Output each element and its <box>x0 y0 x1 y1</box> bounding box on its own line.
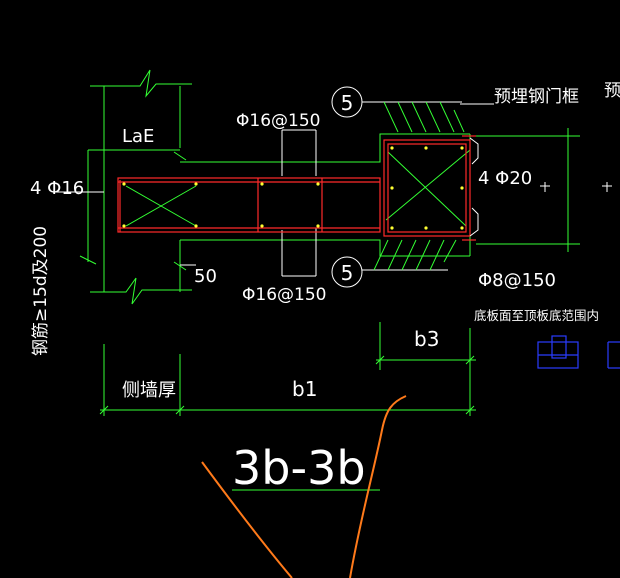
stirrup-bottom-label: Φ16@150 <box>242 285 326 305</box>
rebar-cage <box>117 139 471 237</box>
rebar-nodes <box>122 146 464 230</box>
svg-text:5: 5 <box>341 261 354 285</box>
embedded-frame-label: 预埋钢门框 <box>494 87 579 107</box>
offset-label: 50 <box>194 266 217 287</box>
svg-text:5: 5 <box>341 91 354 115</box>
concrete-outline <box>79 69 580 305</box>
leader-lines <box>56 101 612 277</box>
bars-left-label: 4 Φ16 <box>30 178 84 199</box>
tie-hatch <box>373 101 471 271</box>
section-title: 3b-3b <box>232 441 366 495</box>
embedded-frame <box>462 135 479 241</box>
side-wall-label: 侧墙厚 <box>122 380 176 401</box>
dimension-lines <box>99 322 476 491</box>
orange-markup <box>201 395 407 578</box>
callout-bottom[interactable]: 5 <box>331 256 363 288</box>
anchorage-label: 钢筋≥15d及200 <box>31 226 51 356</box>
embedded-frame-cut-label: 预 <box>604 81 620 101</box>
lae-label: LaE <box>122 126 154 147</box>
bars-right-label: 4 Φ20 <box>478 168 532 189</box>
stirrup-top-label: Φ16@150 <box>236 111 320 131</box>
tie-label: Φ8@150 <box>478 270 556 291</box>
note-bottom-label: 底板面至顶板底范围内 <box>474 308 599 323</box>
callout-top[interactable]: 5 <box>331 86 363 118</box>
blue-frame-symbols <box>537 335 620 369</box>
dim-b1-label: b1 <box>292 377 317 401</box>
dim-b3-label: b3 <box>414 327 439 351</box>
